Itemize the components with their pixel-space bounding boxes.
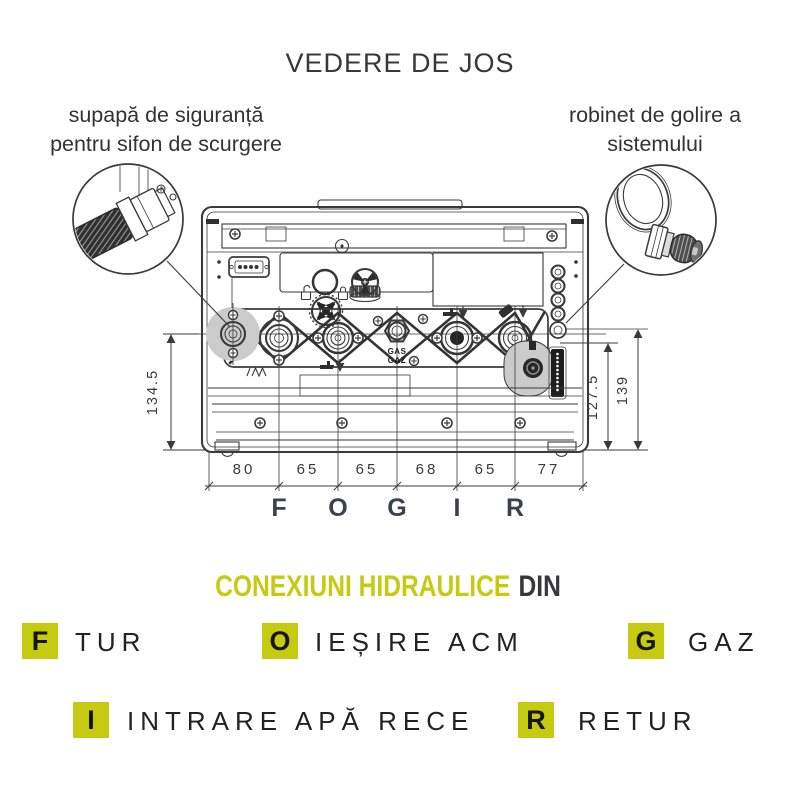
boiler-casing	[200, 199, 590, 454]
svg-text:65: 65	[297, 461, 320, 478]
terminal-strip	[548, 346, 567, 400]
left-callout-label-line2: pentru sifon de scurgere	[50, 132, 282, 156]
letter-i: I	[454, 494, 461, 522]
letter-o: O	[328, 494, 347, 522]
letter-f: F	[271, 494, 286, 522]
dimension-right-heights: 127.5 139	[560, 328, 648, 451]
legend-title-accent: CONEXIUNI HIDRAULICE	[215, 570, 511, 603]
svg-text:65: 65	[356, 461, 379, 478]
right-callout	[565, 164, 717, 324]
legend-key-f: F	[22, 623, 58, 659]
dimension-left-height: 134.5	[145, 333, 205, 451]
svg-text:65: 65	[475, 461, 498, 478]
dhw-out-icon	[320, 359, 345, 372]
lock-icon	[337, 286, 349, 301]
gas-valve-cap	[349, 267, 381, 303]
dimension-bottom: 80 65 65 68 65 77	[204, 461, 588, 491]
right-callout-label: robinet de golire a sistemului	[515, 101, 795, 159]
svg-text:127.5: 127.5	[585, 374, 601, 420]
unlock-icon	[300, 284, 312, 301]
letter-g: G	[387, 494, 406, 522]
left-callout-leader	[166, 260, 231, 328]
legend-title-rest: DIN	[518, 570, 561, 603]
legend-key-o: O	[262, 623, 298, 659]
letter-r: R	[506, 494, 524, 522]
technical-drawing: GAS GAZ	[72, 163, 717, 522]
svg-text:77: 77	[538, 461, 561, 478]
right-face-panel	[432, 252, 544, 307]
legend-label-tur: TUR	[75, 627, 147, 657]
right-callout-label-line1: robinet de golire a	[568, 103, 742, 127]
legend-label-intrare-apa-rece: INTRARE APĂ RECE	[127, 706, 475, 736]
connection-letters: F O G I R	[271, 494, 524, 522]
svg-text:68: 68	[416, 461, 439, 478]
connection-g: GAS GAZ	[372, 313, 429, 367]
right-holes-column	[549, 264, 567, 339]
base-profile	[208, 374, 582, 457]
drain-valve-area	[503, 340, 554, 397]
left-callout	[72, 163, 231, 328]
left-callout-label: supapă de siguranță pentru sifon de scur…	[16, 101, 316, 159]
legend-label-gaz: GAZ	[688, 627, 760, 657]
svg-text:139: 139	[615, 375, 631, 405]
left-callout-label-line1: supapă de siguranță	[68, 103, 264, 127]
centerlines	[208, 277, 584, 491]
return-icon	[498, 304, 528, 318]
electrical-connector	[228, 256, 270, 278]
svg-text:134.5: 134.5	[145, 369, 161, 415]
heating-supply-icon	[246, 366, 267, 378]
page-title: VEDERE DE JOS	[285, 48, 515, 78]
right-callout-leader	[565, 263, 625, 324]
legend-key-i: I	[73, 702, 109, 738]
legend-key-g: G	[628, 623, 664, 659]
legend-key-r: R	[518, 702, 554, 738]
legend-label-retur: RETUR	[578, 706, 698, 736]
right-callout-label-line2: sistemului	[607, 132, 703, 156]
svg-text:80: 80	[233, 461, 256, 478]
sight-glass	[311, 268, 339, 296]
cold-water-in-icon	[443, 306, 468, 319]
legend-label-iesire-acm: IEȘIRE ACM	[315, 627, 524, 657]
